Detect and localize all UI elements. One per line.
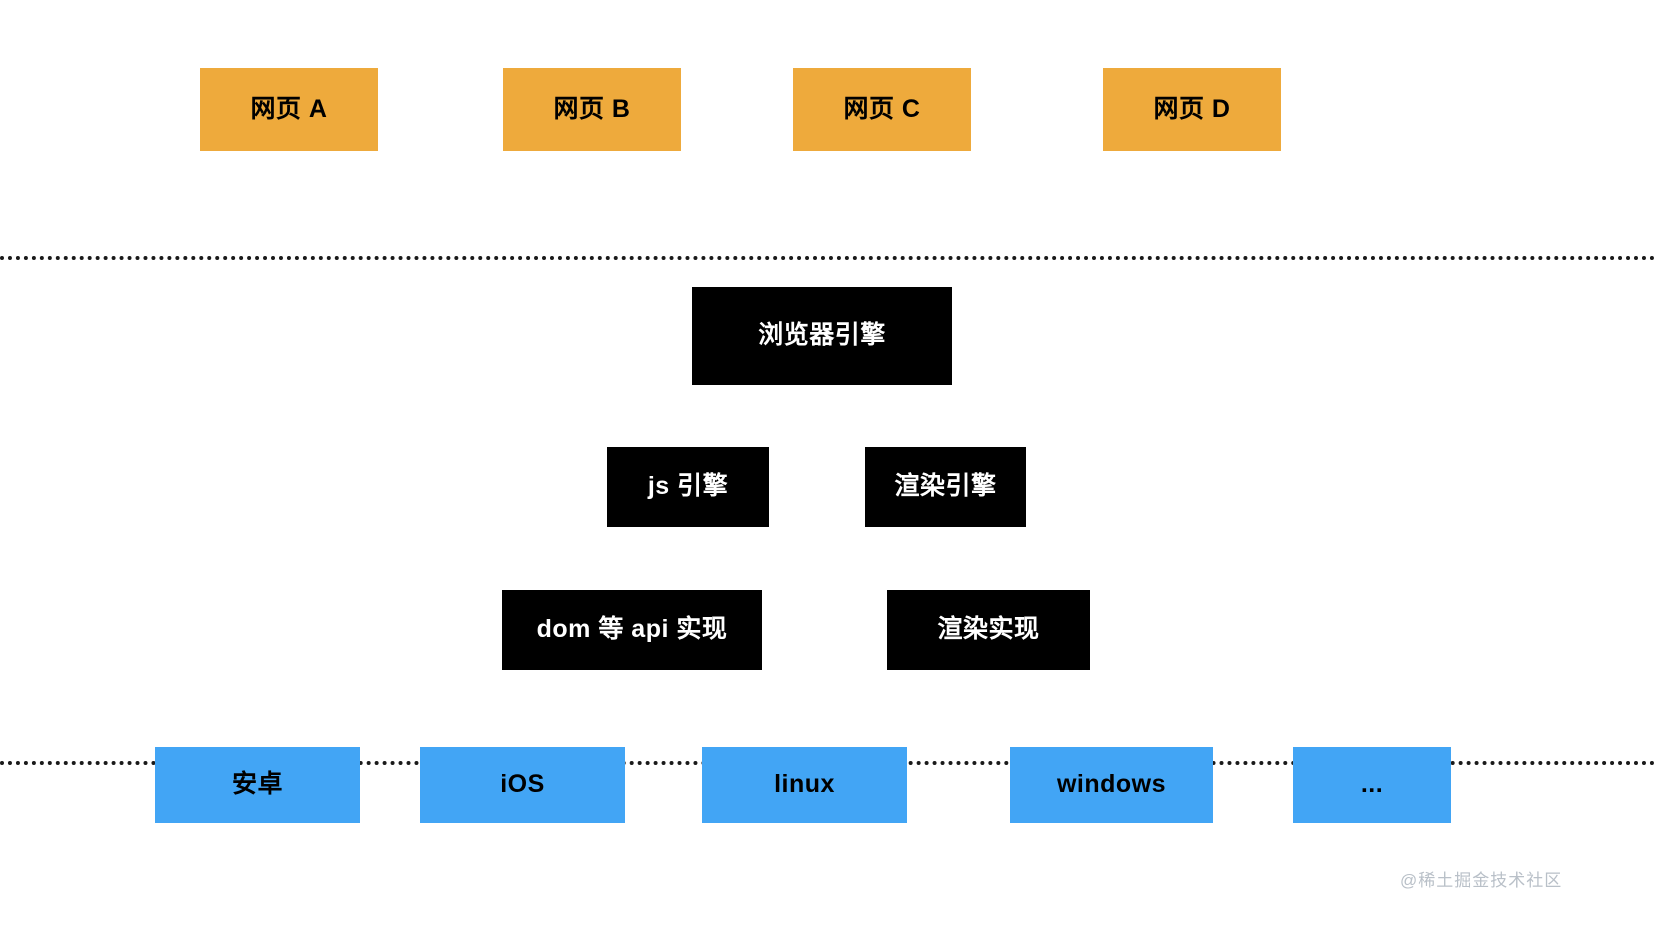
engine-node-render-engine: 渲染引擎 [865, 447, 1026, 527]
engine-node-browser-engine: 浏览器引擎 [692, 287, 952, 385]
page-node-c: 网页 C [793, 68, 971, 151]
page-node-d: 网页 D [1103, 68, 1281, 151]
platform-node-windows: windows [1010, 747, 1213, 823]
platform-node-android: 安卓 [155, 747, 360, 823]
page-node-a: 网页 A [200, 68, 378, 151]
divider-pages-engine [0, 256, 1656, 260]
platform-node-others: ... [1293, 747, 1451, 823]
engine-node-js-engine: js 引擎 [607, 447, 769, 527]
page-node-b: 网页 B [503, 68, 681, 151]
platform-node-linux: linux [702, 747, 907, 823]
engine-node-render-impl: 渲染实现 [887, 590, 1090, 670]
engine-node-dom-api-impl: dom 等 api 实现 [502, 590, 762, 670]
watermark: @稀土掘金技术社区 [1400, 871, 1563, 890]
platform-node-ios: iOS [420, 747, 625, 823]
